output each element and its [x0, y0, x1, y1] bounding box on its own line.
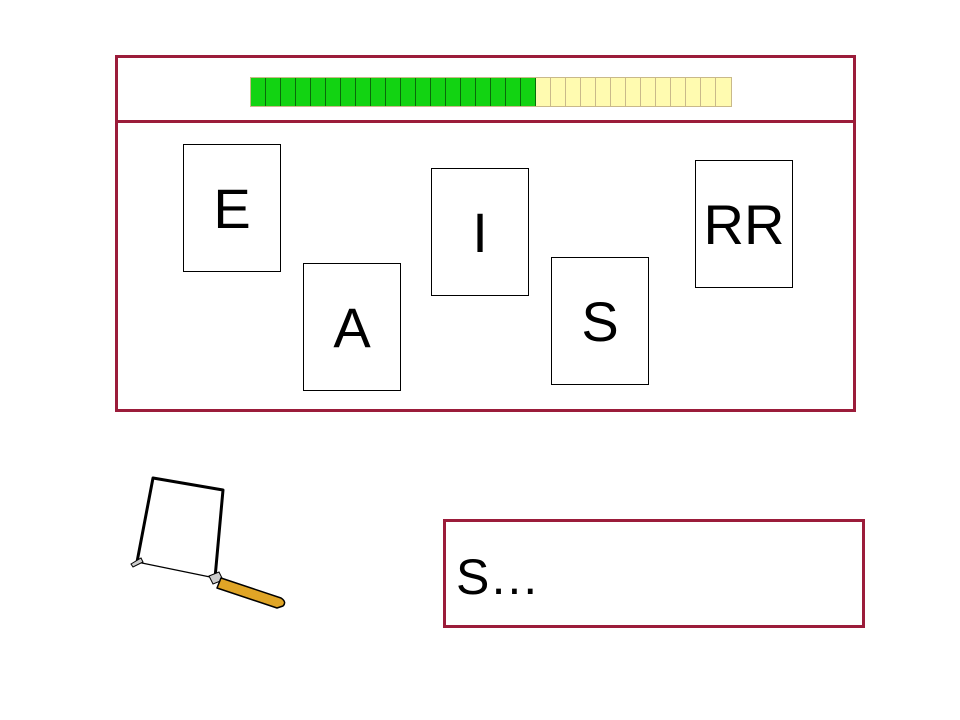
progress-segment-filled	[446, 78, 461, 106]
progress-segment-filled	[281, 78, 296, 106]
progress-segment-filled	[386, 78, 401, 106]
letter-card-a[interactable]: A	[303, 263, 401, 391]
progress-segment-filled	[476, 78, 491, 106]
progress-segment-filled	[341, 78, 356, 106]
progress-segment-empty	[536, 78, 551, 106]
progress-segment-filled	[296, 78, 311, 106]
progress-segment-filled	[491, 78, 506, 106]
progress-segment-empty	[686, 78, 701, 106]
progress-segment-filled	[416, 78, 431, 106]
progress-segment-filled	[371, 78, 386, 106]
progress-segment-filled	[431, 78, 446, 106]
progress-segment-filled	[356, 78, 371, 106]
answer-box[interactable]: S…	[443, 519, 865, 628]
progress-segment-filled	[401, 78, 416, 106]
progress-segment-filled	[506, 78, 521, 106]
progress-segment-filled	[521, 78, 536, 106]
progress-segment-empty	[581, 78, 596, 106]
progress-segment-filled	[326, 78, 341, 106]
letter-card-rr[interactable]: RR	[695, 160, 793, 288]
progress-segment-empty	[611, 78, 626, 106]
progress-segment-empty	[641, 78, 656, 106]
progress-segment-empty	[566, 78, 581, 106]
progress-segment-empty	[656, 78, 671, 106]
letter-board	[115, 55, 856, 412]
letter-card-s[interactable]: S	[551, 257, 649, 385]
progress-bar	[250, 77, 732, 107]
letter-card-e[interactable]: E	[183, 144, 281, 272]
progress-segment-empty	[551, 78, 566, 106]
progress-segment-empty	[716, 78, 731, 106]
letter-card-i[interactable]: I	[431, 168, 529, 296]
progress-segment-filled	[461, 78, 476, 106]
progress-header	[118, 58, 853, 123]
progress-segment-filled	[251, 78, 266, 106]
answer-text: S…	[456, 548, 540, 605]
progress-segment-empty	[626, 78, 641, 106]
progress-segment-filled	[266, 78, 281, 106]
progress-segment-empty	[596, 78, 611, 106]
progress-segment-filled	[311, 78, 326, 106]
progress-segment-empty	[701, 78, 716, 106]
progress-segment-empty	[671, 78, 686, 106]
coping-saw-icon	[125, 470, 295, 620]
